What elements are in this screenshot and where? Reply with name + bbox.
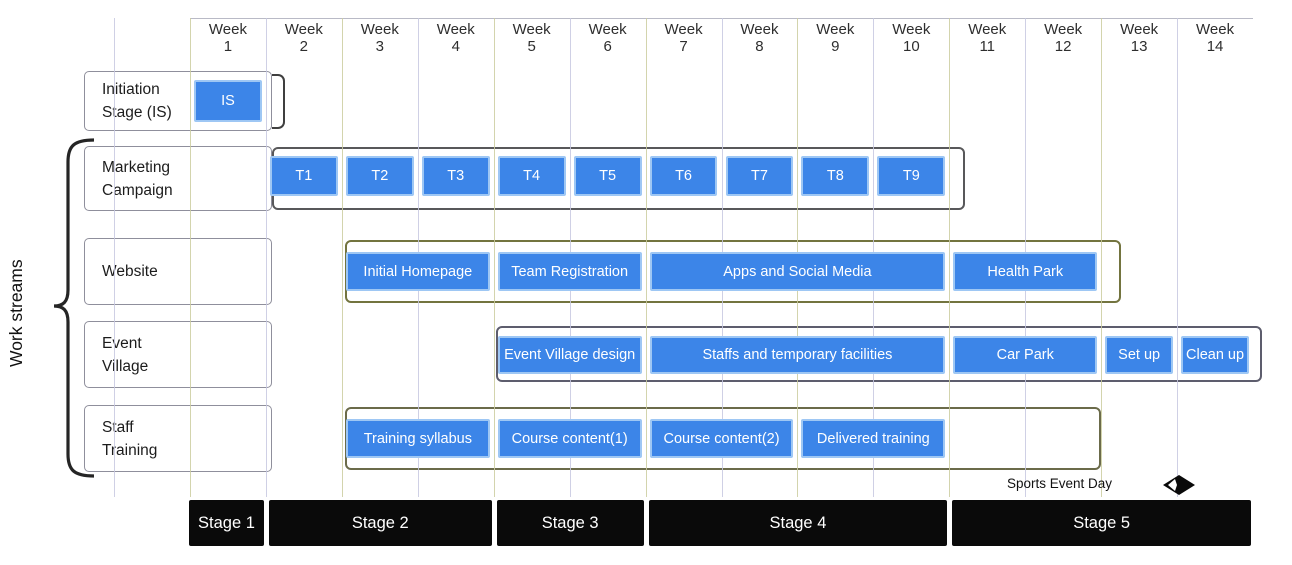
gantt-bar: T6	[649, 156, 718, 196]
gantt-bar: T8	[801, 156, 870, 196]
week-header-text: Week	[816, 21, 855, 38]
week-header-text: 12	[1054, 38, 1072, 55]
week-header-text: Week	[208, 21, 247, 38]
week-gridline	[341, 18, 343, 497]
stage-bar: Stage 2	[268, 500, 492, 546]
week-header-text: 3	[375, 38, 384, 55]
week-gridline	[645, 18, 647, 497]
row-label-text: Website	[102, 263, 158, 280]
gantt-bar: Apps and Social Media	[649, 252, 946, 291]
work-streams-axis-label: Work streams	[6, 259, 26, 367]
week-header-text: Week	[436, 21, 475, 38]
row-label-text: Campaign	[102, 181, 173, 199]
gantt-bar: IS	[194, 80, 262, 122]
week-gridline	[1101, 18, 1103, 497]
row-extent-outline	[496, 326, 1262, 382]
gantt-bar: Event Village design	[497, 336, 642, 374]
week-gridline	[190, 18, 191, 497]
week-header-text: 2	[299, 38, 308, 55]
row-label-text: Event	[102, 334, 142, 352]
week-header-text: Week	[740, 21, 779, 38]
row-label-text: Training	[102, 441, 158, 459]
week-header-text: Week	[892, 21, 931, 38]
initiation-row-bracket	[272, 74, 285, 129]
week-header-text: Week	[1120, 21, 1159, 38]
gantt-bar: T1	[269, 156, 338, 196]
week-gridline	[949, 18, 951, 497]
week-gridline	[493, 18, 495, 497]
gantt-bar: Course content(1)	[497, 419, 642, 458]
week-header-text: 6	[603, 38, 612, 55]
week-header-text: Week	[968, 21, 1007, 38]
gantt-bar: Staffs and temporary facilities	[649, 336, 946, 374]
milestone-label: Sports Event Day	[1007, 476, 1113, 491]
row-label-text: Village	[102, 357, 149, 375]
week-header-text: Week	[360, 21, 399, 38]
row-label-text: Initiation	[102, 81, 160, 98]
gantt-bar: Team Registration	[497, 252, 642, 291]
week-header-text: Week	[1044, 21, 1083, 38]
week-header-text: 11	[979, 38, 996, 55]
row-label-website: Website	[84, 238, 272, 305]
gantt-bar: Health Park	[953, 252, 1098, 291]
gantt-bar: T2	[345, 156, 414, 196]
gantt-bar: Clean up	[1181, 336, 1249, 374]
milestone-diamond-icon	[1163, 475, 1195, 495]
week-header-text: Week	[1196, 21, 1235, 38]
week-gridline	[265, 18, 267, 497]
week-header-text: 9	[831, 38, 840, 55]
stage-bar: Stage 3	[496, 500, 644, 546]
work-streams-brace	[53, 138, 94, 478]
week-header-text: Week	[512, 21, 551, 38]
week-header-text: Week	[588, 21, 627, 38]
week-header-text: 4	[451, 38, 460, 55]
week-header-text: 14	[1206, 38, 1224, 55]
week-gridline	[1177, 18, 1179, 497]
week-header-text: 1	[223, 38, 233, 55]
stage-bar: Stage 5	[952, 500, 1251, 546]
gantt-bar: T9	[877, 156, 946, 196]
week-header-text: 8	[755, 38, 764, 55]
row-label-text: Stage (IS)	[102, 104, 172, 121]
gantt-bar: T4	[497, 156, 566, 196]
week-header-text: 5	[527, 38, 536, 55]
week-gridline	[114, 18, 116, 497]
gantt-bar: T3	[421, 156, 490, 196]
gantt-bar: Car Park	[953, 336, 1098, 374]
gantt-bar: Course content(2)	[649, 419, 794, 458]
week-header-text: Week	[664, 21, 703, 38]
gantt-bar: Delivered training	[801, 419, 946, 458]
week-header-text: 13	[1130, 38, 1148, 55]
row-label-text: Marketing	[102, 158, 171, 176]
stage-bar: Stage 4	[648, 500, 948, 546]
week-header-text: 10	[902, 38, 920, 55]
gantt-bar: Set up	[1105, 336, 1174, 374]
row-label-text: Staff	[102, 418, 134, 436]
gantt-bar: Initial Homepage	[345, 252, 490, 291]
gantt-bar: T5	[573, 156, 642, 196]
gantt-bar: T7	[725, 156, 794, 196]
week-header-text: Week	[284, 21, 323, 38]
week-header-text: 7	[679, 38, 688, 55]
gantt-bar: Training syllabus	[345, 419, 490, 458]
stage-bar: Stage 1	[189, 500, 264, 546]
